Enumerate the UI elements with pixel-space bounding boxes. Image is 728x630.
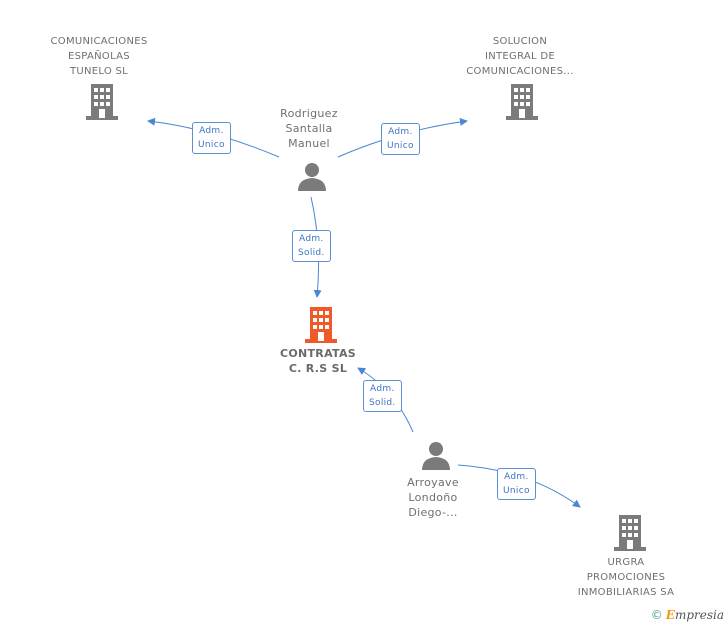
brand-name: mpresia <box>674 608 724 622</box>
edge-label-line: Unico <box>387 141 414 151</box>
label-line: Arroyave <box>407 476 459 489</box>
edge-label-line: Solid. <box>298 248 325 258</box>
copyright-icon: © <box>650 608 663 622</box>
company-label-top-right[interactable]: SOLUCION INTEGRAL DE COMUNICACIONES... <box>455 34 585 79</box>
edge-label-2[interactable]: Adm. Unico <box>381 123 420 155</box>
label-line: Londoño <box>408 491 458 504</box>
label-line: ESPAÑOLAS <box>68 51 130 62</box>
person-icon[interactable] <box>421 441 451 471</box>
edge-label-line: Unico <box>503 486 530 496</box>
edge-label-line: Unico <box>198 140 225 150</box>
label-line: COMUNICACIONES <box>50 36 148 47</box>
label-line: Rodriguez <box>280 107 338 120</box>
label-line: SOLUCION <box>492 36 548 47</box>
building-icon[interactable] <box>614 515 646 551</box>
person-icon[interactable] <box>297 162 327 192</box>
label-line: Manuel <box>288 137 330 150</box>
person-label-bottom[interactable]: Arroyave Londoño Diego-... <box>383 475 483 520</box>
label-line: INTEGRAL DE <box>484 51 556 62</box>
edge-label-line: Solid. <box>369 398 396 408</box>
label-line: C. R.S SL <box>288 362 348 375</box>
edge-label-line: Adm. <box>504 472 529 482</box>
edge-label-line: Adm. <box>388 127 413 137</box>
company-label-top-left[interactable]: COMUNICACIONES ESPAÑOLAS TUNELO SL <box>39 34 159 79</box>
empresia-watermark: ©Empresia <box>651 608 724 622</box>
edge-label-line: Adm. <box>299 234 324 244</box>
edge-label-3[interactable]: Adm. Solid. <box>292 230 331 262</box>
edge-label-line: Adm. <box>199 126 224 136</box>
label-line: URGRA <box>607 557 645 568</box>
building-icon[interactable] <box>506 84 538 120</box>
main-company-building-icon[interactable] <box>305 307 337 343</box>
label-line: COMUNICACIONES... <box>466 66 574 77</box>
person-label-top[interactable]: Rodriguez Santalla Manuel <box>259 106 359 151</box>
building-icon[interactable] <box>86 84 118 120</box>
label-line: TUNELO SL <box>69 66 129 77</box>
label-line: Diego-... <box>408 506 458 519</box>
label-line: INMOBILIARIAS SA <box>577 587 675 598</box>
edge-label-5[interactable]: Adm. Unico <box>497 468 536 500</box>
brand-initial: E <box>665 608 675 622</box>
label-line: Santalla <box>285 122 333 135</box>
label-line: PROMOCIONES <box>586 572 666 583</box>
edge-label-line: Adm. <box>370 384 395 394</box>
main-company-label[interactable]: CONTRATAS C. R.S SL <box>268 346 368 376</box>
label-line: CONTRATAS <box>279 347 357 360</box>
edge-label-4[interactable]: Adm. Solid. <box>363 380 402 412</box>
edge-label-1[interactable]: Adm. Unico <box>192 122 231 154</box>
company-label-bottom-right[interactable]: URGRA PROMOCIONES INMOBILIARIAS SA <box>566 555 686 600</box>
